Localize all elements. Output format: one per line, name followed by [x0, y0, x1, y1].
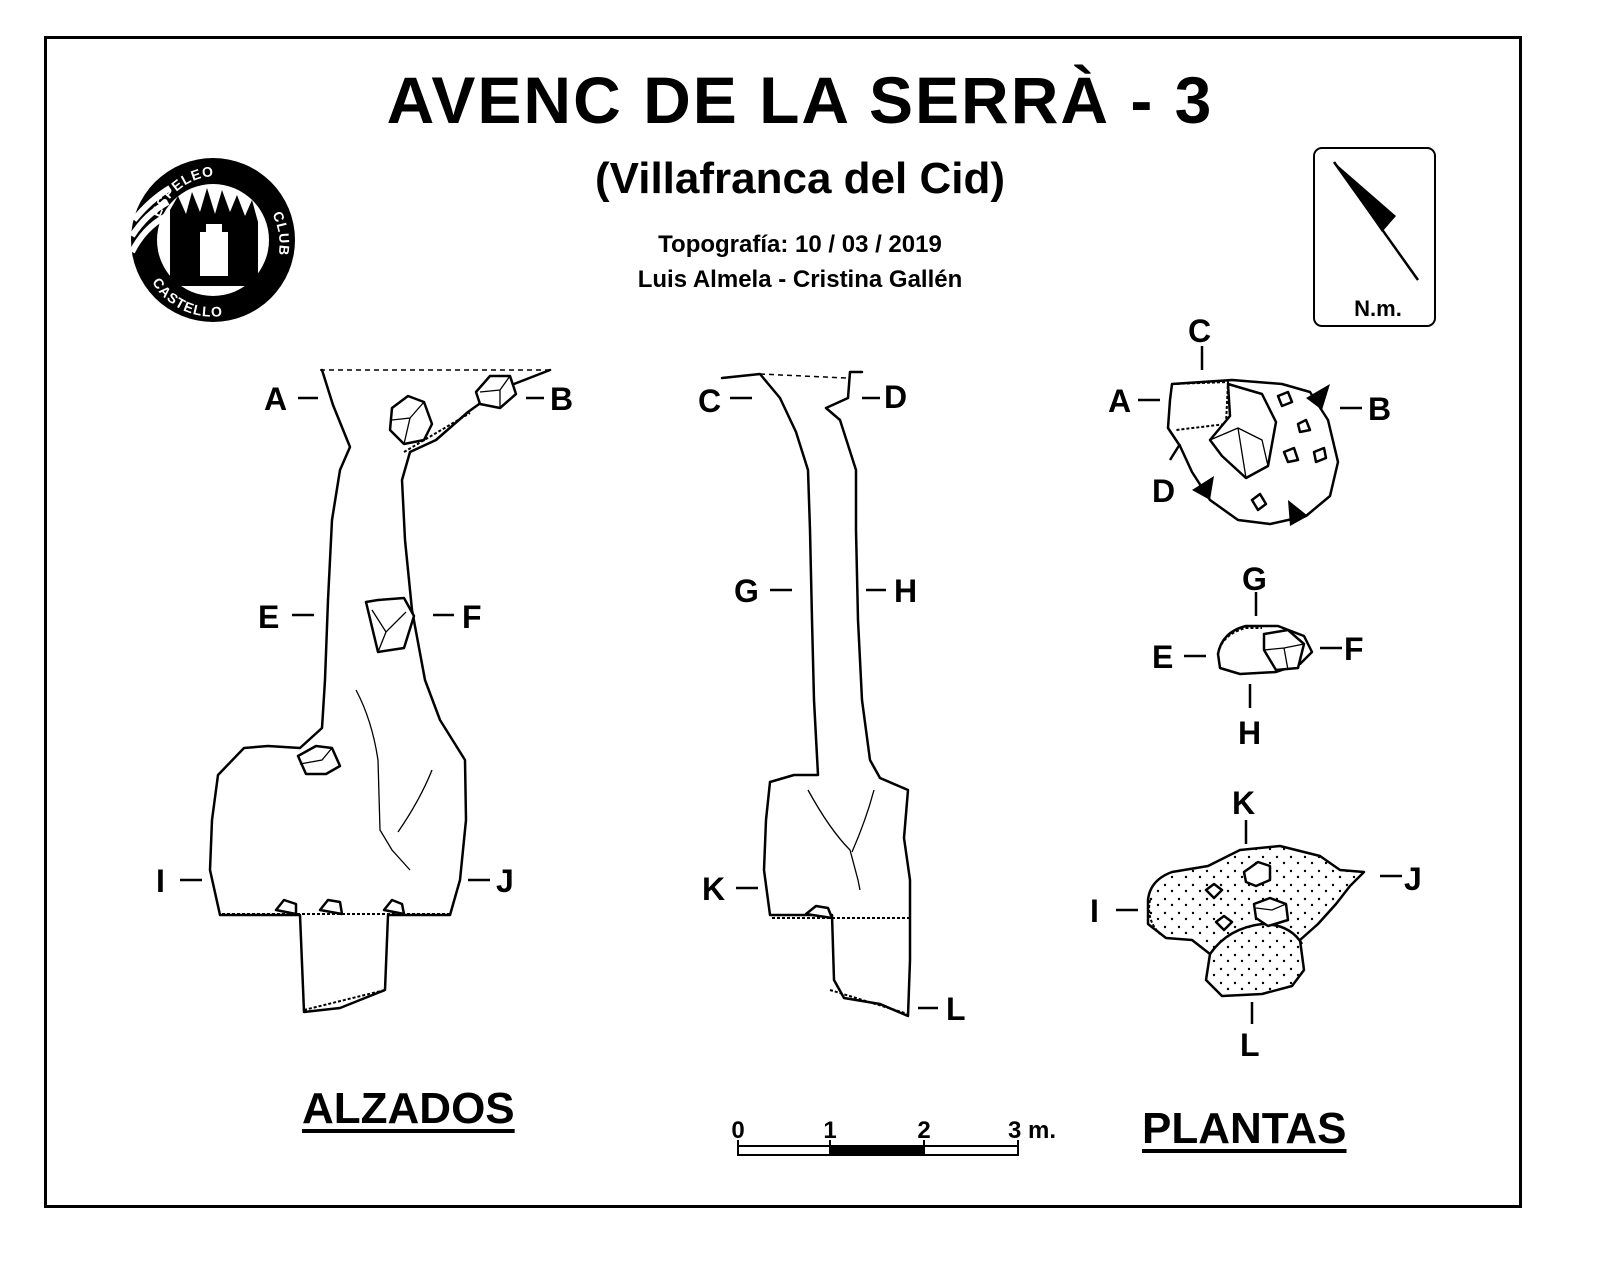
elevations-title: ALZADOS: [302, 1084, 515, 1133]
scale-tick-1: 1: [823, 1117, 836, 1144]
scale-bar: 0 1 2 3 m.: [731, 1117, 1056, 1156]
label-l-plan: L: [1240, 1027, 1260, 1063]
label-g-elevation: G: [734, 573, 759, 609]
label-k-plan: K: [1232, 785, 1255, 821]
magnetic-north-arrow-icon: [1332, 161, 1420, 281]
label-h-elevation: H: [894, 573, 917, 609]
label-j-elevation: J: [496, 863, 514, 899]
label-e-elevation: E: [258, 599, 279, 635]
scale-tick-3: 3 m.: [1008, 1117, 1056, 1144]
map-title: AVENC DE LA SERRÀ - 3: [386, 63, 1214, 137]
label-c-plan: C: [1188, 313, 1211, 349]
label-b-elevation: B: [550, 381, 573, 417]
label-g-plan: G: [1242, 561, 1267, 597]
label-a-elevation: A: [264, 381, 287, 417]
plan-section-3: K I J L: [1090, 785, 1422, 1063]
survey-date: Topografía: 10 / 03 / 2019: [658, 231, 942, 258]
plan-section-2: G E F H: [1152, 561, 1364, 751]
label-d-plan: D: [1152, 473, 1175, 509]
label-i-elevation: I: [156, 863, 165, 899]
label-b-plan: B: [1368, 391, 1391, 427]
survey-authors: Luis Almela - Cristina Gallén: [637, 266, 963, 293]
compass-label: N.m.: [1354, 296, 1402, 321]
scale-tick-0: 0: [731, 1117, 744, 1144]
plan-section-1: C A B D: [1108, 313, 1391, 526]
compass-box: N.m.: [1313, 147, 1436, 327]
scale-tick-2: 2: [917, 1117, 930, 1144]
speleo-club-castello-logo: ESPELEO CLUB CASTELLO: [129, 158, 295, 322]
elevation-profile-1: A B E F I J: [156, 368, 573, 1014]
label-c-elevation: C: [698, 383, 721, 419]
label-d-elevation: D: [884, 379, 907, 415]
label-k-elevation: K: [702, 871, 725, 907]
map-frame: [44, 36, 1522, 1208]
label-a-plan: A: [1108, 383, 1131, 419]
label-l-elevation: L: [946, 991, 966, 1027]
label-f-elevation: F: [462, 599, 482, 635]
label-j-plan: J: [1404, 861, 1422, 897]
label-e-plan: E: [1152, 639, 1173, 675]
label-f-plan: F: [1344, 631, 1364, 667]
elevation-profile-2: C D G H K L: [698, 370, 966, 1027]
map-subtitle: (Villafranca del Cid): [595, 154, 1005, 203]
label-h-plan: H: [1238, 715, 1261, 751]
label-i-plan: I: [1090, 893, 1099, 929]
plans-title: PLANTAS: [1142, 1104, 1347, 1153]
